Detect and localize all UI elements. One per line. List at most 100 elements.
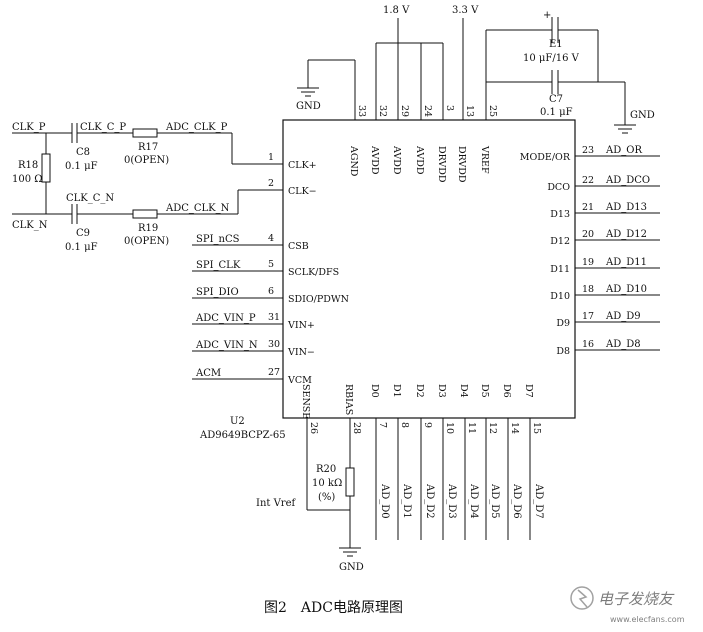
net-label: AD_D10: [605, 284, 647, 295]
pin-number: 18: [582, 284, 594, 295]
clk-c-n-label: CLK_C_N: [66, 193, 114, 204]
net-label: AD_D0: [379, 483, 390, 519]
pin-label: D0: [369, 384, 380, 398]
bottom-pin-group: 26SENSE28RBIAS7D0AD_D08D1AD_D19D2AD_D210…: [300, 384, 544, 540]
pin-label: D6: [501, 384, 512, 398]
c8-ref: C8: [76, 147, 90, 158]
net-label: AD_D11: [605, 257, 647, 268]
bottom-pin-26: 26 SENSE: [300, 384, 319, 438]
pin-number: 21: [582, 202, 594, 213]
net-label: SPI_DIO: [196, 287, 239, 298]
c9-value: 0.1 μF: [65, 242, 98, 253]
adc-clk-n-label: ADC_CLK_N: [165, 203, 230, 214]
pin-label: SENSE: [300, 384, 311, 419]
pin-label: SCLK/DFS: [288, 267, 339, 278]
pin-label: D5: [479, 384, 490, 398]
pin-label: D7: [523, 384, 534, 398]
net-label: AD_DCO: [605, 175, 650, 186]
net-label: AD_D9: [605, 311, 641, 322]
r17-value: 0(OPEN): [124, 155, 169, 166]
pin-label: MODE/OR: [520, 152, 571, 163]
pin-label: RBIAS: [343, 384, 354, 415]
net-label: AD_D3: [446, 483, 457, 519]
pin-label: DRVDD: [456, 146, 467, 183]
pin-label: AVDD: [391, 145, 402, 175]
int-vref-label: Int Vref: [256, 498, 297, 509]
r20-ref: R20: [316, 464, 336, 475]
pin-number: 30: [268, 339, 280, 350]
net-label: AD_D6: [511, 483, 522, 519]
pin-number: 24: [422, 105, 433, 117]
pin-label: D12: [550, 236, 570, 247]
pin-number: 26: [308, 422, 319, 434]
pin-label: VIN+: [287, 320, 315, 331]
net-label: SPI_nCS: [196, 234, 240, 245]
pin-label: D4: [458, 384, 469, 398]
r20-body: [345, 467, 355, 497]
pin-label: CLK−: [288, 186, 317, 197]
left-pin-group: 1CLK+2CLK−4CSBSPI_nCS5SCLK/DFSSPI_CLK6SD…: [192, 152, 349, 386]
pin-number: 16: [582, 339, 594, 350]
watermark: 电子发烧友 www.elecfans.com: [570, 586, 685, 624]
sense-gnd-label: GND: [339, 562, 364, 573]
pin-number: 25: [487, 105, 498, 117]
pin-label: D3: [436, 384, 447, 398]
pin-number: 22: [582, 175, 594, 186]
net-label: AD_D2: [424, 483, 435, 519]
c9-ref: C9: [76, 228, 90, 239]
watermark-url: www.elecfans.com: [610, 615, 685, 624]
watermark-logo-bolt: [577, 589, 588, 608]
power-1v8-rail: 1.8 V: [376, 5, 443, 44]
c8-value: 0.1 μF: [65, 161, 98, 172]
pin-number: 1: [268, 152, 274, 163]
e1-value: 10 μF/16 V: [523, 53, 580, 64]
net-label: AD_D13: [605, 202, 647, 213]
net-label: AD_D4: [468, 483, 479, 519]
pin-label: CSB: [288, 241, 309, 252]
pin-number: 32: [377, 105, 388, 117]
power-3v3-label: 3.3 V: [452, 5, 479, 16]
pin-number: 3: [444, 105, 455, 111]
net-label: AD_D8: [605, 339, 641, 350]
e1-plus-label: +: [543, 10, 551, 21]
pin-number: 19: [582, 257, 594, 268]
r17-ref: R17: [138, 142, 158, 153]
pin-label: D2: [414, 384, 425, 398]
clk-n-label: CLK_N: [12, 220, 48, 231]
chip-ref: U2: [230, 416, 245, 427]
pin-number: 2: [268, 178, 274, 189]
r19-value: 0(OPEN): [124, 236, 169, 247]
chip-part: AD9649BCPZ-65: [199, 430, 286, 441]
pin-label: D9: [556, 318, 570, 329]
net-label: ADC_VIN_N: [195, 340, 258, 351]
pin-number: 13: [464, 105, 475, 117]
pin-label: D8: [556, 346, 570, 357]
r20-value: 10 kΩ: [312, 478, 342, 489]
clk-p-label: CLK_P: [12, 122, 46, 133]
pin-number: 15: [531, 422, 542, 434]
pin-label: D11: [550, 264, 570, 275]
net-label: AD_D7: [533, 483, 544, 519]
pin-number: 17: [582, 311, 594, 322]
pin-number: 5: [268, 259, 274, 270]
